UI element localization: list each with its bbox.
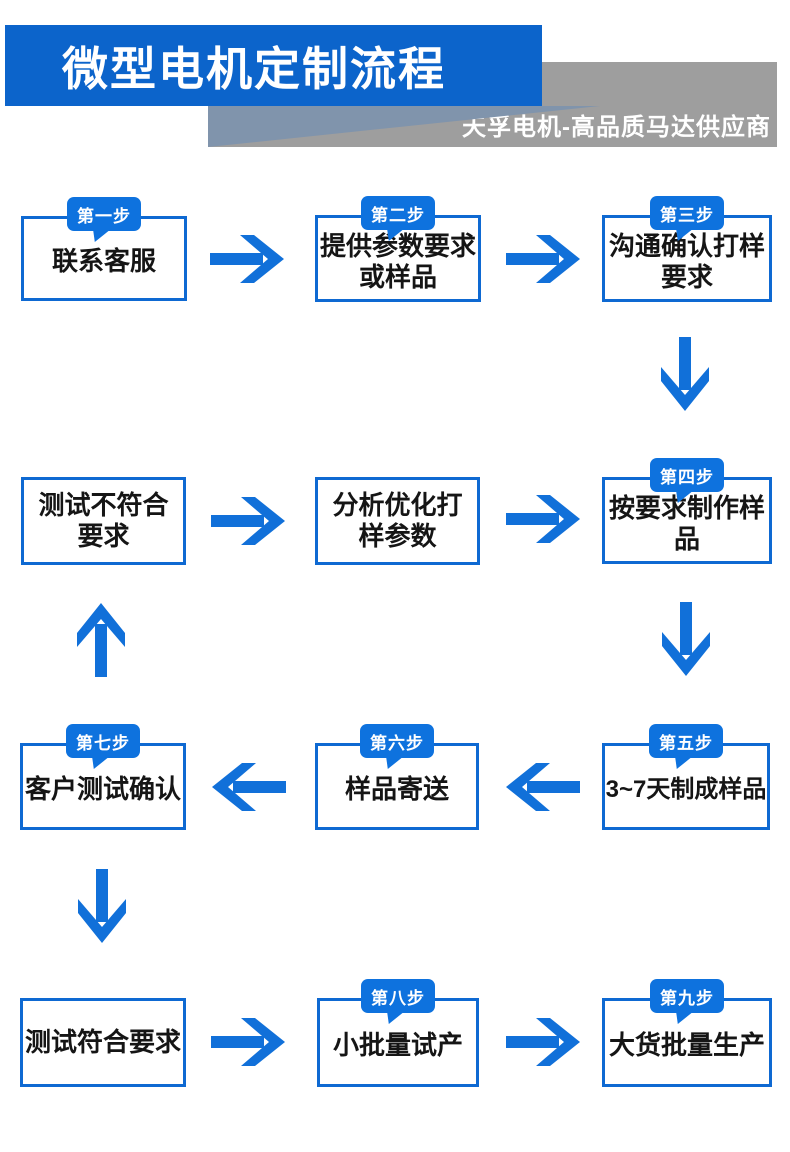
step-badge-label: 第七步 [76, 733, 130, 753]
flow-box-optimize: 分析优化打样参数 [315, 477, 480, 565]
arrow-left-icon [212, 763, 286, 811]
flow-box-label: 沟通确认打样要求 [608, 230, 765, 292]
flow-box-label: 按要求制作样品 [608, 492, 765, 554]
step-badge: 第二步 [361, 196, 435, 241]
flow-box-step5: 第五步 3~7天制成样品 [602, 724, 770, 830]
arrow-left-icon [506, 763, 580, 811]
flow-box-label: 测试符合要求 [25, 1026, 182, 1057]
flow-box-test-fail: 测试不符合要求 [21, 477, 186, 565]
supplier-banner-label: 天孚电机-高品质马达供应商 [462, 114, 771, 141]
step-badge: 第六步 [360, 724, 434, 769]
flow-box-step3: 第三步 沟通确认打样要求 [602, 196, 772, 302]
flow-box-step7: 第七步 客户测试确认 [20, 724, 186, 830]
flow-box-label: 提供参数要求或样品 [320, 230, 477, 292]
arrow-right-icon [211, 497, 285, 545]
flow-box-label: 大货批量生产 [608, 1030, 765, 1061]
flow-box-step8: 第八步 小批量试产 [317, 979, 479, 1087]
step-badge: 第八步 [361, 979, 435, 1024]
step-badge: 第一步 [67, 197, 141, 242]
badge-tail [92, 756, 110, 769]
step-badge-label: 第九步 [660, 988, 714, 1008]
flow-box-label: 样品寄送 [344, 774, 449, 805]
header-banner: 微型电机定制流程 [5, 25, 542, 106]
badge-tail [93, 229, 111, 242]
arrow-right-icon [506, 235, 580, 283]
page-title: 微型电机定制流程 [62, 42, 446, 95]
flow-box-label: 小批量试产 [332, 1030, 463, 1061]
step-badge: 第四步 [650, 458, 724, 503]
step-badge-label: 第一步 [77, 206, 131, 226]
step-badge: 第九步 [650, 979, 724, 1024]
flow-box-label: 客户测试确认 [25, 774, 182, 805]
flow-box-step1: 第一步 联系客服 [21, 197, 187, 301]
arrow-up-icon [77, 603, 125, 677]
flow-box-label: 测试不符合要求 [38, 489, 169, 551]
arrow-right-icon [211, 1018, 285, 1066]
arrow-down-icon [78, 869, 126, 943]
flow-box-test-pass: 测试符合要求 [20, 998, 186, 1087]
badge-tail [675, 756, 693, 769]
flow-box-step9: 第九步 大货批量生产 [602, 979, 772, 1087]
arrow-right-icon [210, 235, 284, 283]
flow-box-step6: 第六步 样品寄送 [315, 724, 479, 830]
arrow-right-icon [506, 1018, 580, 1066]
arrow-down-icon [662, 602, 710, 676]
step-badge-label: 第二步 [371, 205, 425, 225]
step-badge-label: 第三步 [660, 205, 714, 225]
step-badge-label: 第四步 [660, 467, 714, 487]
step-badge: 第七步 [66, 724, 140, 769]
flow-box-label: 联系客服 [51, 246, 156, 277]
arrow-down-icon [661, 337, 709, 411]
step-badge: 第三步 [650, 196, 724, 241]
badge-tail [676, 1011, 694, 1024]
flow-box-step2: 第二步 提供参数要求或样品 [315, 196, 481, 302]
step-badge: 第五步 [649, 724, 723, 769]
step-badge-label: 第八步 [371, 988, 425, 1008]
step-badge-label: 第六步 [370, 733, 424, 753]
flow-box-step4: 第四步 按要求制作样品 [602, 458, 772, 564]
flow-box-label: 3~7天制成样品 [605, 775, 767, 803]
badge-tail [386, 756, 404, 769]
step-badge-label: 第五步 [659, 733, 713, 753]
badge-tail [387, 1011, 405, 1024]
arrow-right-icon [506, 495, 580, 543]
flow-box-label: 分析优化打样参数 [332, 489, 463, 551]
